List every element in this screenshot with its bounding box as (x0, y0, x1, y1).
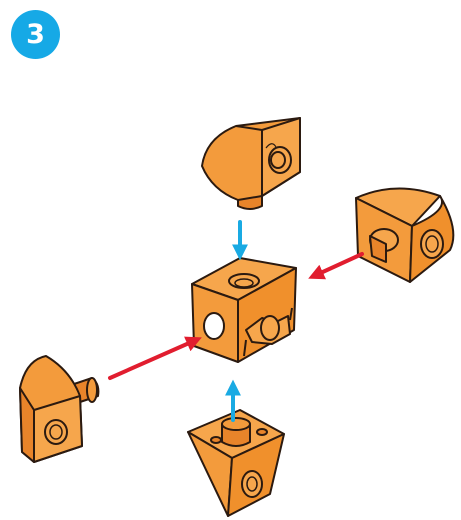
left-wedge-piece (19, 355, 100, 463)
step-number-label: 3 (26, 19, 45, 50)
right-rounded-piece (355, 187, 455, 283)
step-number-badge: 3 (11, 10, 60, 59)
bottom-pyramid-piece (187, 409, 285, 517)
center-cube (191, 257, 297, 363)
arrow-left-in (108, 336, 202, 380)
arrow-right-in (308, 252, 364, 280)
top-wedge-piece (201, 117, 301, 210)
